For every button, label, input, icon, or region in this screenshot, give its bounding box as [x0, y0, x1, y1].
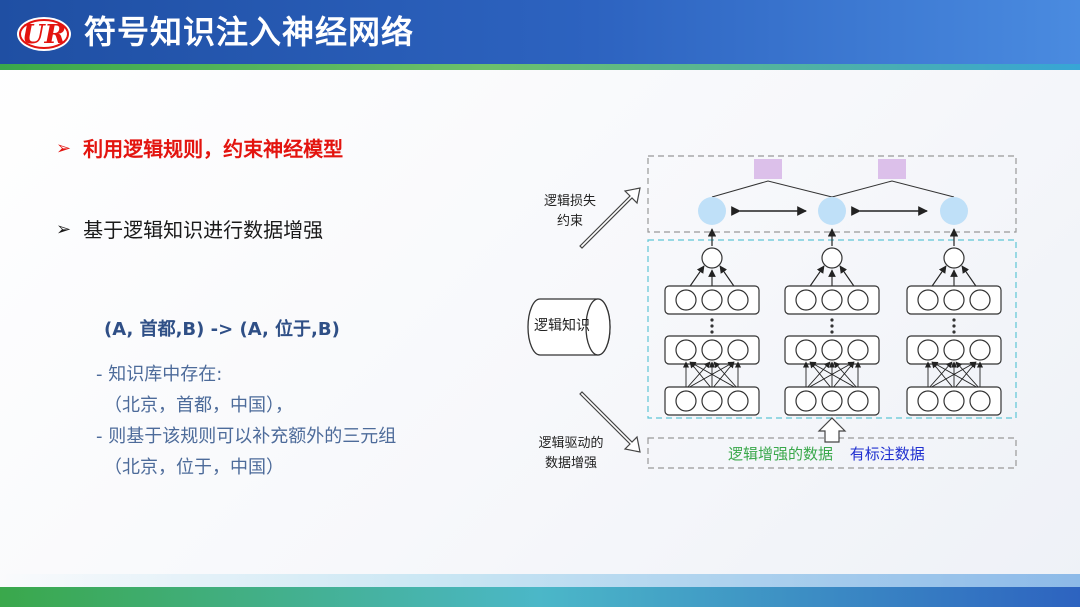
arrow-bullet-icon: ➢	[56, 138, 72, 159]
network-column	[906, 228, 1002, 416]
rule-example: (A, 首都,B) -> (A, 位于,B)	[104, 319, 340, 340]
network-column	[664, 228, 760, 416]
logic-augmentation-line: 逻辑驱动的	[538, 436, 604, 451]
output-node	[818, 197, 846, 225]
logic-loss-line: 逻辑损失	[543, 194, 596, 209]
labeled-data-label: 有标注数据	[849, 445, 925, 463]
example-line: - 知识库中存在:	[96, 364, 223, 385]
bullet-text: 基于逻辑知识进行数据增强	[83, 218, 324, 242]
page-title: 符号知识注入神经网络	[84, 13, 415, 51]
hollow-up-arrow-icon	[817, 417, 847, 443]
footer-bar	[0, 587, 1080, 607]
logo-text: UR	[22, 20, 66, 50]
example-line: - 则基于该规则可以补充额外的三元组	[96, 426, 397, 447]
logo-icon: UR	[17, 17, 71, 51]
pair-box	[878, 159, 906, 179]
example-line: （北京，位于，中国）	[104, 457, 284, 478]
arrow-bullet-icon: ➢	[56, 219, 72, 240]
hollow-arrow-up-right-icon	[579, 187, 641, 249]
output-node	[940, 197, 968, 225]
logic-loss-label: 逻辑损失 约束	[530, 192, 610, 232]
logic-augmentation-line: 数据增强	[544, 456, 597, 471]
pair-box	[754, 159, 782, 179]
header-stripe	[0, 64, 1080, 70]
footer-glow	[0, 574, 1080, 588]
example-line: （北京，首都，中国），	[104, 395, 293, 416]
augmented-data-label: 逻辑增强的数据	[728, 445, 834, 463]
logic-augmentation-label: 逻辑驱动的 数据增强	[526, 434, 616, 474]
network-column	[784, 228, 880, 416]
hollow-arrow-down-right-icon	[579, 391, 641, 453]
header-bar	[0, 0, 1080, 64]
output-dashed-box	[647, 155, 1017, 233]
pair-links	[711, 180, 955, 198]
bullet-text: 利用逻辑规则，约束神经模型	[83, 137, 344, 161]
output-node	[698, 197, 726, 225]
knowledge-cylinder	[527, 298, 611, 356]
bullet-logic-constraint: ➢ 利用逻辑规则，约束神经模型	[56, 135, 343, 163]
logic-loss-line: 约束	[556, 214, 583, 229]
bullet-data-augmentation: ➢ 基于逻辑知识进行数据增强	[56, 216, 323, 244]
logic-knowledge-label: 逻辑知识	[534, 318, 590, 334]
training-data-row: 逻辑增强的数据 有标注数据	[728, 444, 925, 464]
